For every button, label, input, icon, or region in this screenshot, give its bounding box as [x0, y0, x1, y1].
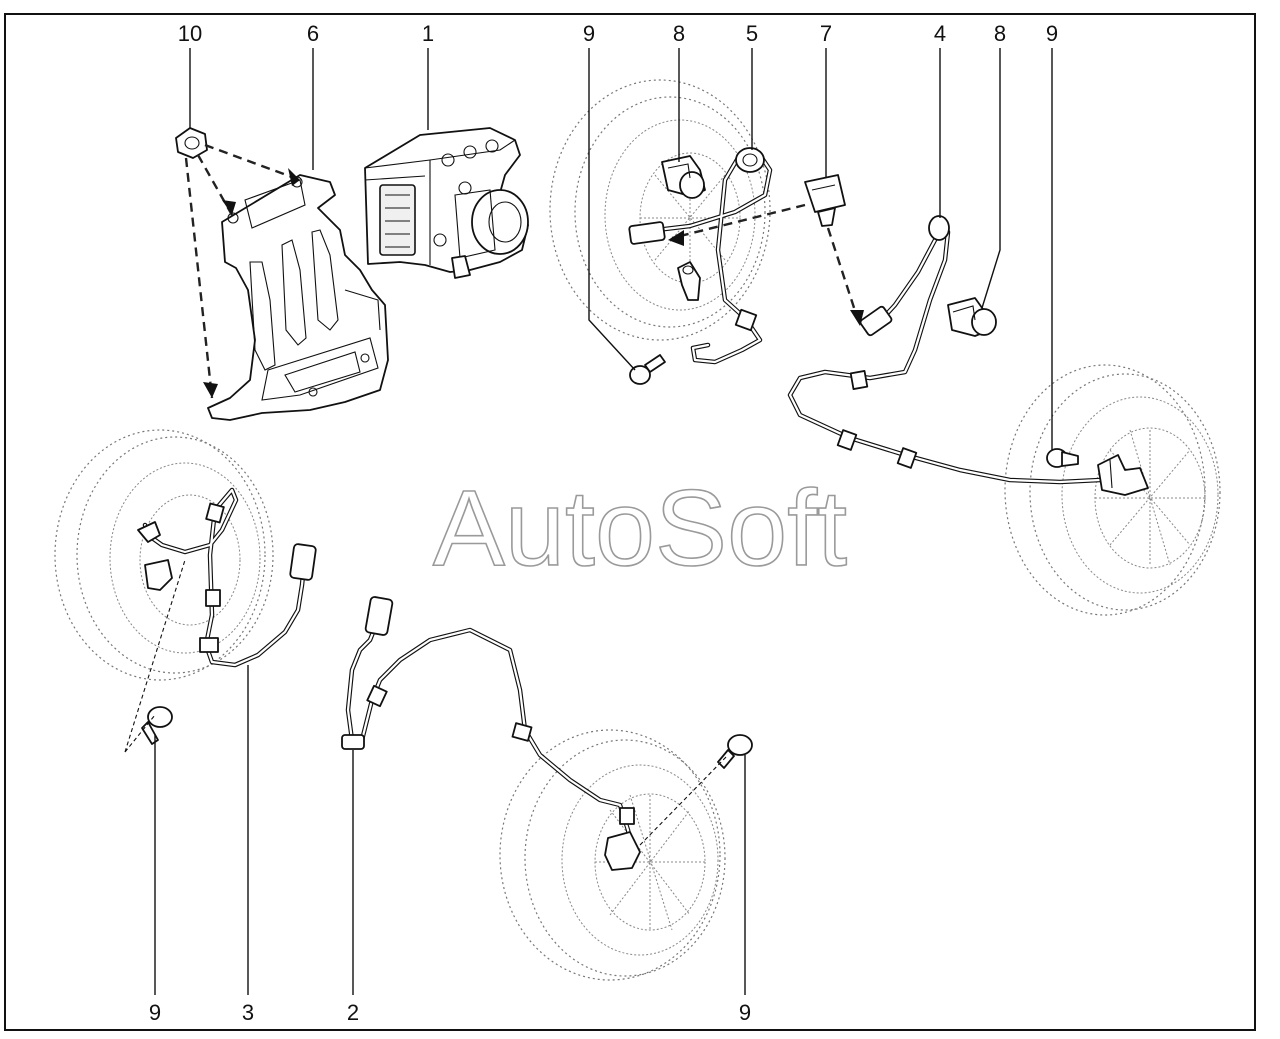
abs-hydraulic-unit: [364, 127, 529, 279]
sensor-harness-right: [787, 215, 1149, 496]
wheel-bottom-center: [499, 729, 726, 981]
bolt-top: [629, 354, 666, 385]
sensor-harness-bottom: [341, 596, 641, 871]
sensor-clip-left: [661, 155, 706, 199]
callout-9-top: 9: [583, 21, 595, 46]
bolt-left: [141, 706, 173, 745]
callout-9-bottom-right: 9: [739, 1000, 751, 1025]
wheel-top-center: [549, 79, 771, 341]
callout-4: 4: [934, 21, 946, 46]
abs-mounting-bracket: [207, 174, 389, 421]
callout-7: 7: [820, 21, 832, 46]
wheel-right: [1004, 364, 1221, 616]
callout-2: 2: [347, 1000, 359, 1025]
leader-lines: [154, 48, 1053, 995]
assembly-arrows-nut: [184, 143, 301, 399]
callouts-bottom: 9 3 2 9: [149, 1000, 751, 1025]
leader-dash-left: [124, 559, 186, 753]
connector-clip: [804, 174, 846, 227]
bolt-bottom: [717, 734, 753, 769]
callout-3: 3: [242, 1000, 254, 1025]
sensor-harness-top: [628, 147, 773, 365]
callout-10: 10: [178, 21, 202, 46]
watermark-text: AutoSoft: [433, 467, 847, 588]
callouts-top: 10 6 1 9 8 5 7 4 8 9: [178, 21, 1058, 46]
callout-8-right: 8: [994, 21, 1006, 46]
callout-5: 5: [746, 21, 758, 46]
bolt-right: [1046, 448, 1079, 468]
sensor-clip-right: [947, 297, 997, 337]
callout-8-left: 8: [673, 21, 685, 46]
assembly-arrows-clip: [668, 203, 864, 326]
callout-9-bottom-left: 9: [149, 1000, 161, 1025]
sensor-harness-left: [137, 487, 317, 668]
callout-1: 1: [422, 21, 434, 46]
wheel-left: [54, 429, 274, 681]
callout-6: 6: [307, 21, 319, 46]
callout-9-right: 9: [1046, 21, 1058, 46]
